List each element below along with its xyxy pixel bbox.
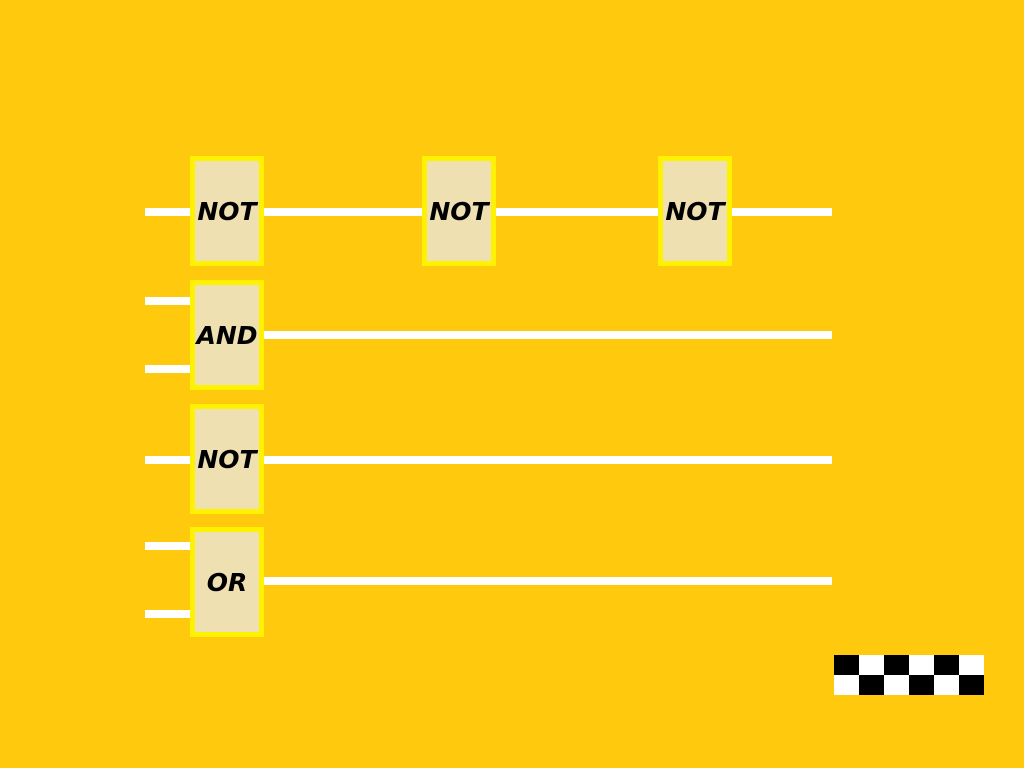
not-gate[interactable]: NOT — [190, 156, 264, 266]
and-gate[interactable]: AND — [190, 280, 264, 390]
output-wire — [264, 456, 832, 464]
flag-cell — [934, 675, 959, 695]
checkered-flag-icon — [834, 655, 984, 695]
flag-cell — [959, 675, 984, 695]
flag-cell — [934, 655, 959, 675]
output-wire — [264, 577, 832, 585]
input-wire — [145, 208, 191, 216]
not-gate[interactable]: NOT — [190, 404, 264, 514]
gate-label: NOT — [197, 444, 257, 474]
flag-cell — [859, 655, 884, 675]
or-gate[interactable]: OR — [190, 527, 264, 637]
input-wire-a — [145, 297, 191, 305]
connecting-wire — [264, 208, 422, 216]
input-wire-b — [145, 365, 191, 373]
flag-cell — [834, 675, 859, 695]
gate-label: NOT — [665, 196, 725, 226]
not-gate[interactable]: NOT — [658, 156, 732, 266]
flag-cell — [884, 675, 909, 695]
flag-cell — [859, 675, 884, 695]
not-gate[interactable]: NOT — [422, 156, 496, 266]
gate-label: OR — [206, 567, 248, 597]
gate-label: AND — [196, 320, 258, 350]
gate-label: NOT — [197, 196, 257, 226]
flag-cell — [884, 655, 909, 675]
input-wire-a — [145, 542, 191, 550]
flag-cell — [959, 655, 984, 675]
output-wire — [732, 208, 832, 216]
output-wire — [264, 331, 832, 339]
connecting-wire — [496, 208, 658, 216]
flag-cell — [834, 655, 859, 675]
gate-label: NOT — [429, 196, 489, 226]
input-wire-b — [145, 610, 191, 618]
flag-cell — [909, 655, 934, 675]
flag-cell — [909, 675, 934, 695]
input-wire — [145, 456, 191, 464]
